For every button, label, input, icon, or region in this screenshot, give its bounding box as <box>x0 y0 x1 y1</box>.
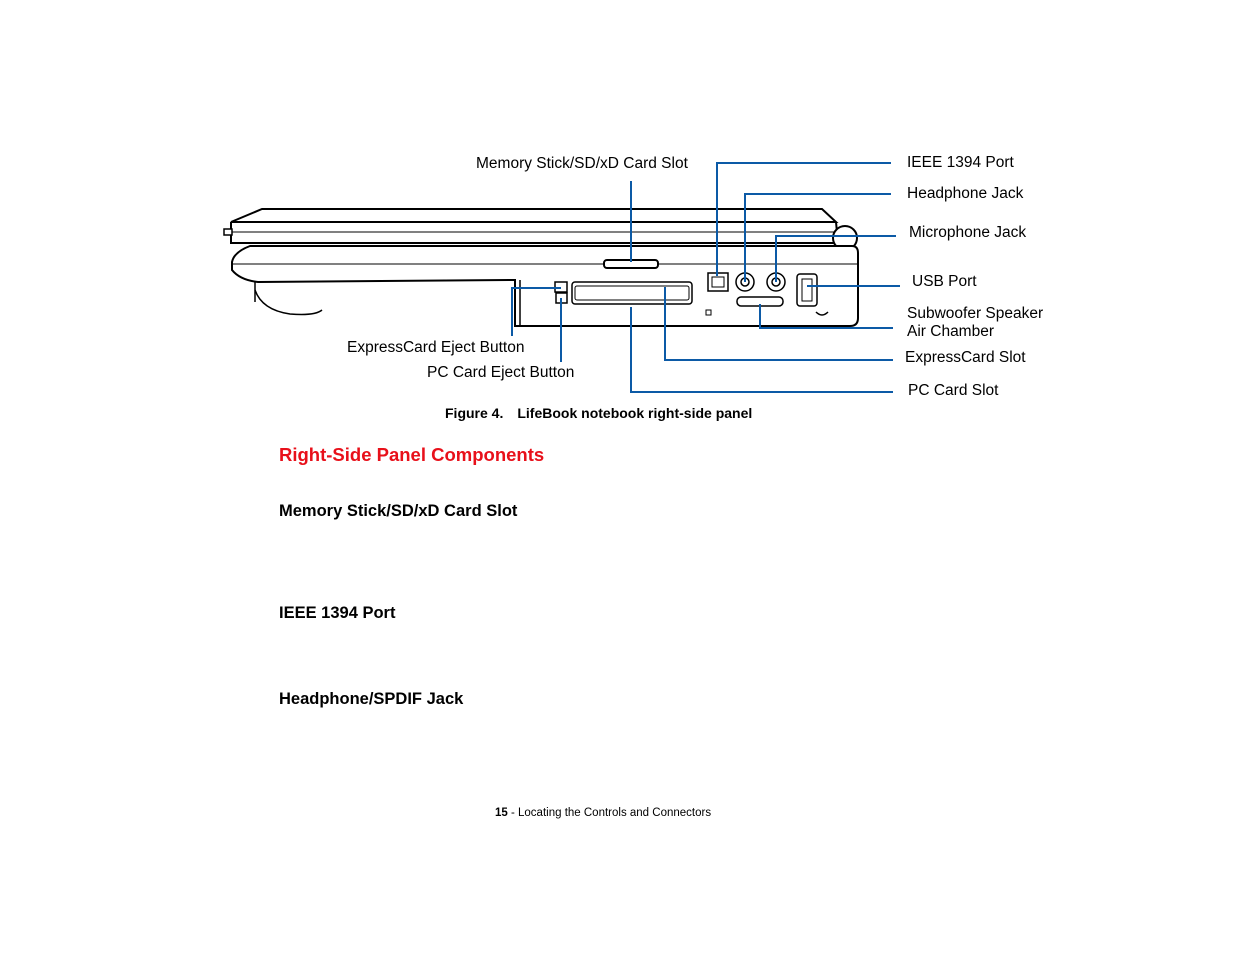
footer-text: - Locating the Controls and Connectors <box>507 807 712 819</box>
callout-subwoofer-line2: Air Chamber <box>907 323 994 340</box>
callout-microphone-jack: Microphone Jack <box>909 224 1027 241</box>
figure-caption: Figure 4. LifeBook notebook right-side pa… <box>445 405 752 421</box>
heading-memory-stick-slot: Memory Stick/SD/xD Card Slot <box>279 502 518 520</box>
callout-pc-card-slot: PC Card Slot <box>908 382 999 399</box>
laptop-base <box>231 245 859 327</box>
figure-number: Figure 4. <box>445 405 504 421</box>
leader-expresscard-slot <box>664 287 893 361</box>
callout-usb-port: USB Port <box>912 273 977 290</box>
section-title: Right-Side Panel Components <box>279 444 545 465</box>
leader-microphone <box>775 235 896 282</box>
leader-subwoofer <box>759 304 893 329</box>
leader-ieee-1394 <box>716 162 891 276</box>
leader-pc-card-slot <box>630 307 893 393</box>
callout-expresscard-eject: ExpressCard Eject Button <box>347 339 525 356</box>
heading-headphone-spdif-jack: Headphone/SPDIF Jack <box>279 690 464 708</box>
callout-headphone-jack: Headphone Jack <box>907 185 1024 202</box>
callout-pc-card-eject: PC Card Eject Button <box>427 364 575 381</box>
page-number: 15 <box>495 807 508 819</box>
heading-ieee-1394-port: IEEE 1394 Port <box>279 604 396 622</box>
callout-ieee-1394-port: IEEE 1394 Port <box>907 154 1014 171</box>
figure-caption-text: LifeBook notebook right-side panel <box>517 405 753 421</box>
callout-memory-stick-slot: Memory Stick/SD/xD Card Slot <box>476 155 688 172</box>
laptop-lid <box>223 208 858 251</box>
callout-leader-lines <box>511 162 900 393</box>
callout-expresscard-slot: ExpressCard Slot <box>905 349 1026 366</box>
leader-headphone <box>744 193 891 282</box>
callout-subwoofer-line1: Subwoofer Speaker <box>907 305 1044 322</box>
page-footer: 15 - Locating the Controls and Connector… <box>495 807 711 819</box>
leader-expresscard-eject <box>511 287 561 336</box>
